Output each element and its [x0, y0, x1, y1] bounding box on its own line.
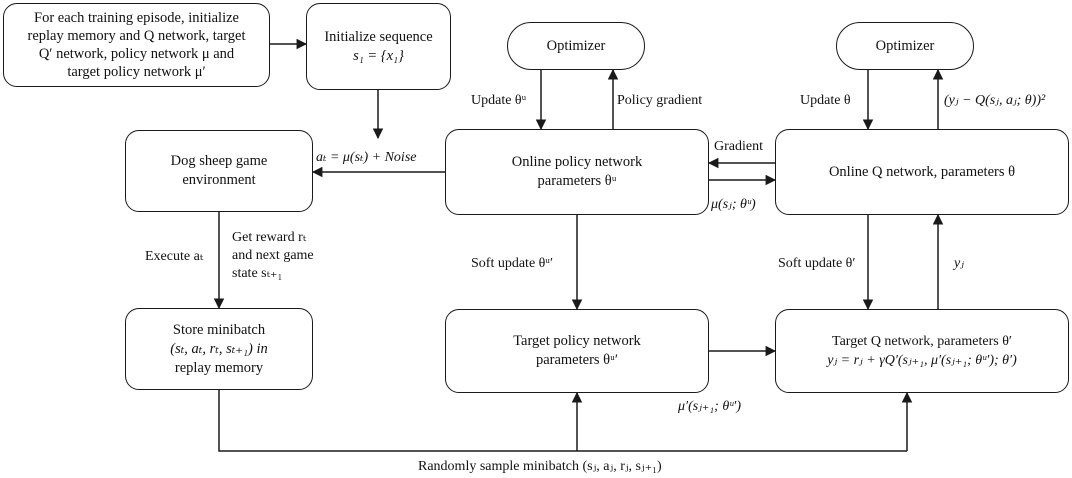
init-sequence-node: Initialize sequence s₁ = {x₁}: [306, 3, 451, 90]
target-policy-node: Target policy network parameters θᵘ′: [445, 309, 709, 393]
optimizer-right-node: Optimizer: [836, 22, 974, 70]
update-theta-label: Update θ: [800, 93, 851, 108]
yj-label: yⱼ: [954, 256, 964, 271]
env-node: Dog sheep game environment: [125, 130, 313, 212]
action-label: aₜ = μ(sₜ) + Noise: [316, 150, 417, 165]
gradient-label: Gradient: [714, 139, 763, 154]
update-mu-label: Update θᵘ: [471, 93, 527, 108]
soft-update-mu-label: Soft update θᵘ′: [471, 256, 554, 271]
online-q-node: Online Q network, parameters θ: [775, 129, 1069, 215]
loss-label: (yⱼ − Q(sⱼ, aⱼ; θ))²: [944, 93, 1046, 108]
policy-gradient-label: Policy gradient: [617, 93, 703, 108]
edge-sample-loop: [218, 390, 907, 452]
sample-label: Randomly sample minibatch (sⱼ, aⱼ, rⱼ, s…: [418, 459, 662, 474]
mu-prime-label: μ′(sⱼ₊₁; θᵘ′): [678, 399, 742, 414]
execute-label: Execute aₜ: [145, 249, 204, 264]
reward-label: Get reward rₜ and next game state sₜ₊₁: [232, 230, 314, 281]
mu-sj-label: μ(sⱼ; θᵘ): [711, 197, 756, 212]
init-episode-node: For each training episode, initialize re…: [3, 3, 270, 87]
soft-update-theta-label: Soft update θ′: [778, 256, 856, 271]
store-minibatch-node: Store minibatch (sₜ, aₜ, rₜ, sₜ₊₁) in re…: [125, 308, 313, 390]
online-policy-node: Online policy network parameters θᵘ: [445, 129, 709, 215]
optimizer-left-node: Optimizer: [507, 22, 645, 70]
target-q-node: Target Q network, parameters θ′ yⱼ = rⱼ …: [775, 309, 1069, 393]
